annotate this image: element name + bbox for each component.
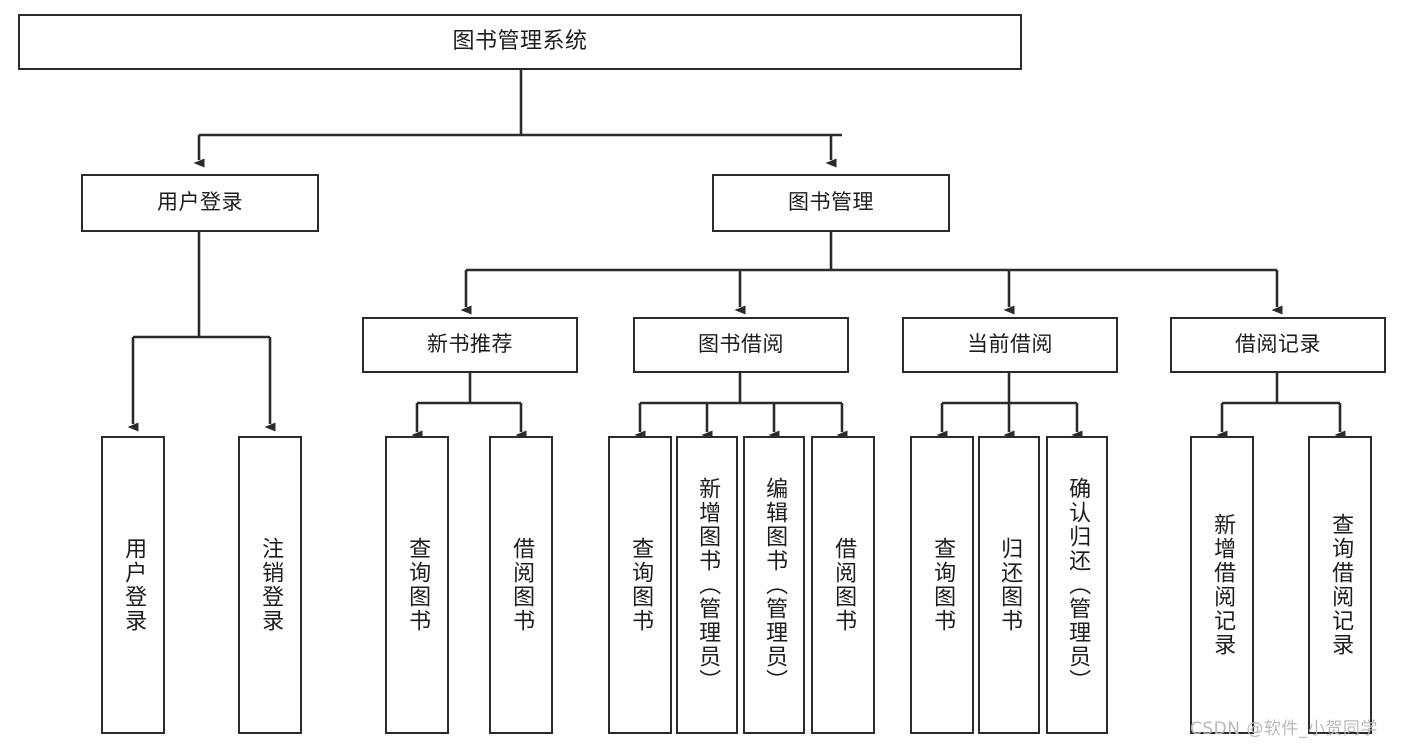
node-leaf-add-borrow-record[interactable]: 新增借阅记录	[1190, 436, 1254, 734]
node-user-login[interactable]: 用户登录	[81, 174, 319, 232]
node-leaf-query-borrow-record[interactable]: 查询借阅记录	[1308, 436, 1372, 734]
node-leaf-return-book[interactable]: 归还图书	[978, 436, 1040, 734]
node-label: 查询图书	[930, 537, 956, 633]
node-new-book-recommend[interactable]: 新书推荐	[362, 317, 578, 373]
node-label: 新书推荐	[427, 332, 513, 357]
node-label: 新增借阅记录	[1210, 513, 1236, 657]
node-leaf-query-book-borrow[interactable]: 查询图书	[608, 436, 672, 734]
node-leaf-borrow-book[interactable]: 借阅图书	[811, 436, 875, 734]
node-leaf-logout[interactable]: 注销登录	[238, 436, 302, 734]
node-label: 用户登录	[157, 190, 243, 215]
node-label: 图书借阅	[698, 332, 784, 357]
node-book-borrow[interactable]: 图书借阅	[633, 317, 849, 373]
node-leaf-borrow-book-recommend[interactable]: 借阅图书	[489, 436, 553, 734]
node-label: 查询图书	[405, 537, 431, 633]
node-label: 归还图书	[997, 537, 1023, 633]
node-leaf-confirm-return-admin[interactable]: 确认归还（管理员）	[1046, 436, 1108, 734]
node-leaf-edit-book-admin[interactable]: 编辑图书（管理员）	[743, 436, 805, 734]
node-root-system[interactable]: 图书管理系统	[18, 14, 1022, 70]
node-label: 借阅记录	[1235, 332, 1321, 357]
node-label: 编辑图书（管理员）	[762, 477, 788, 693]
node-label: 当前借阅	[967, 332, 1053, 357]
node-label: 确认归还（管理员）	[1065, 477, 1091, 693]
node-current-borrow[interactable]: 当前借阅	[902, 317, 1118, 373]
node-label: 用户登录	[121, 537, 147, 633]
watermark: CSDN @软件_小贺同学	[1190, 719, 1378, 739]
node-label: 查询借阅记录	[1328, 513, 1354, 657]
node-label: 注销登录	[258, 537, 284, 633]
node-leaf-add-book-admin[interactable]: 新增图书（管理员）	[676, 436, 738, 734]
node-label: 借阅图书	[831, 537, 857, 633]
node-book-management[interactable]: 图书管理	[712, 174, 950, 232]
node-label: 图书管理系统	[452, 28, 588, 54]
node-leaf-query-book-current[interactable]: 查询图书	[910, 436, 974, 734]
node-leaf-user-login[interactable]: 用户登录	[101, 436, 165, 734]
node-label: 新增图书（管理员）	[695, 477, 721, 693]
node-label: 查询图书	[628, 537, 654, 633]
node-label: 借阅图书	[509, 537, 535, 633]
node-borrow-record[interactable]: 借阅记录	[1170, 317, 1386, 373]
node-label: 图书管理	[788, 190, 874, 215]
node-leaf-query-book-recommend[interactable]: 查询图书	[385, 436, 449, 734]
